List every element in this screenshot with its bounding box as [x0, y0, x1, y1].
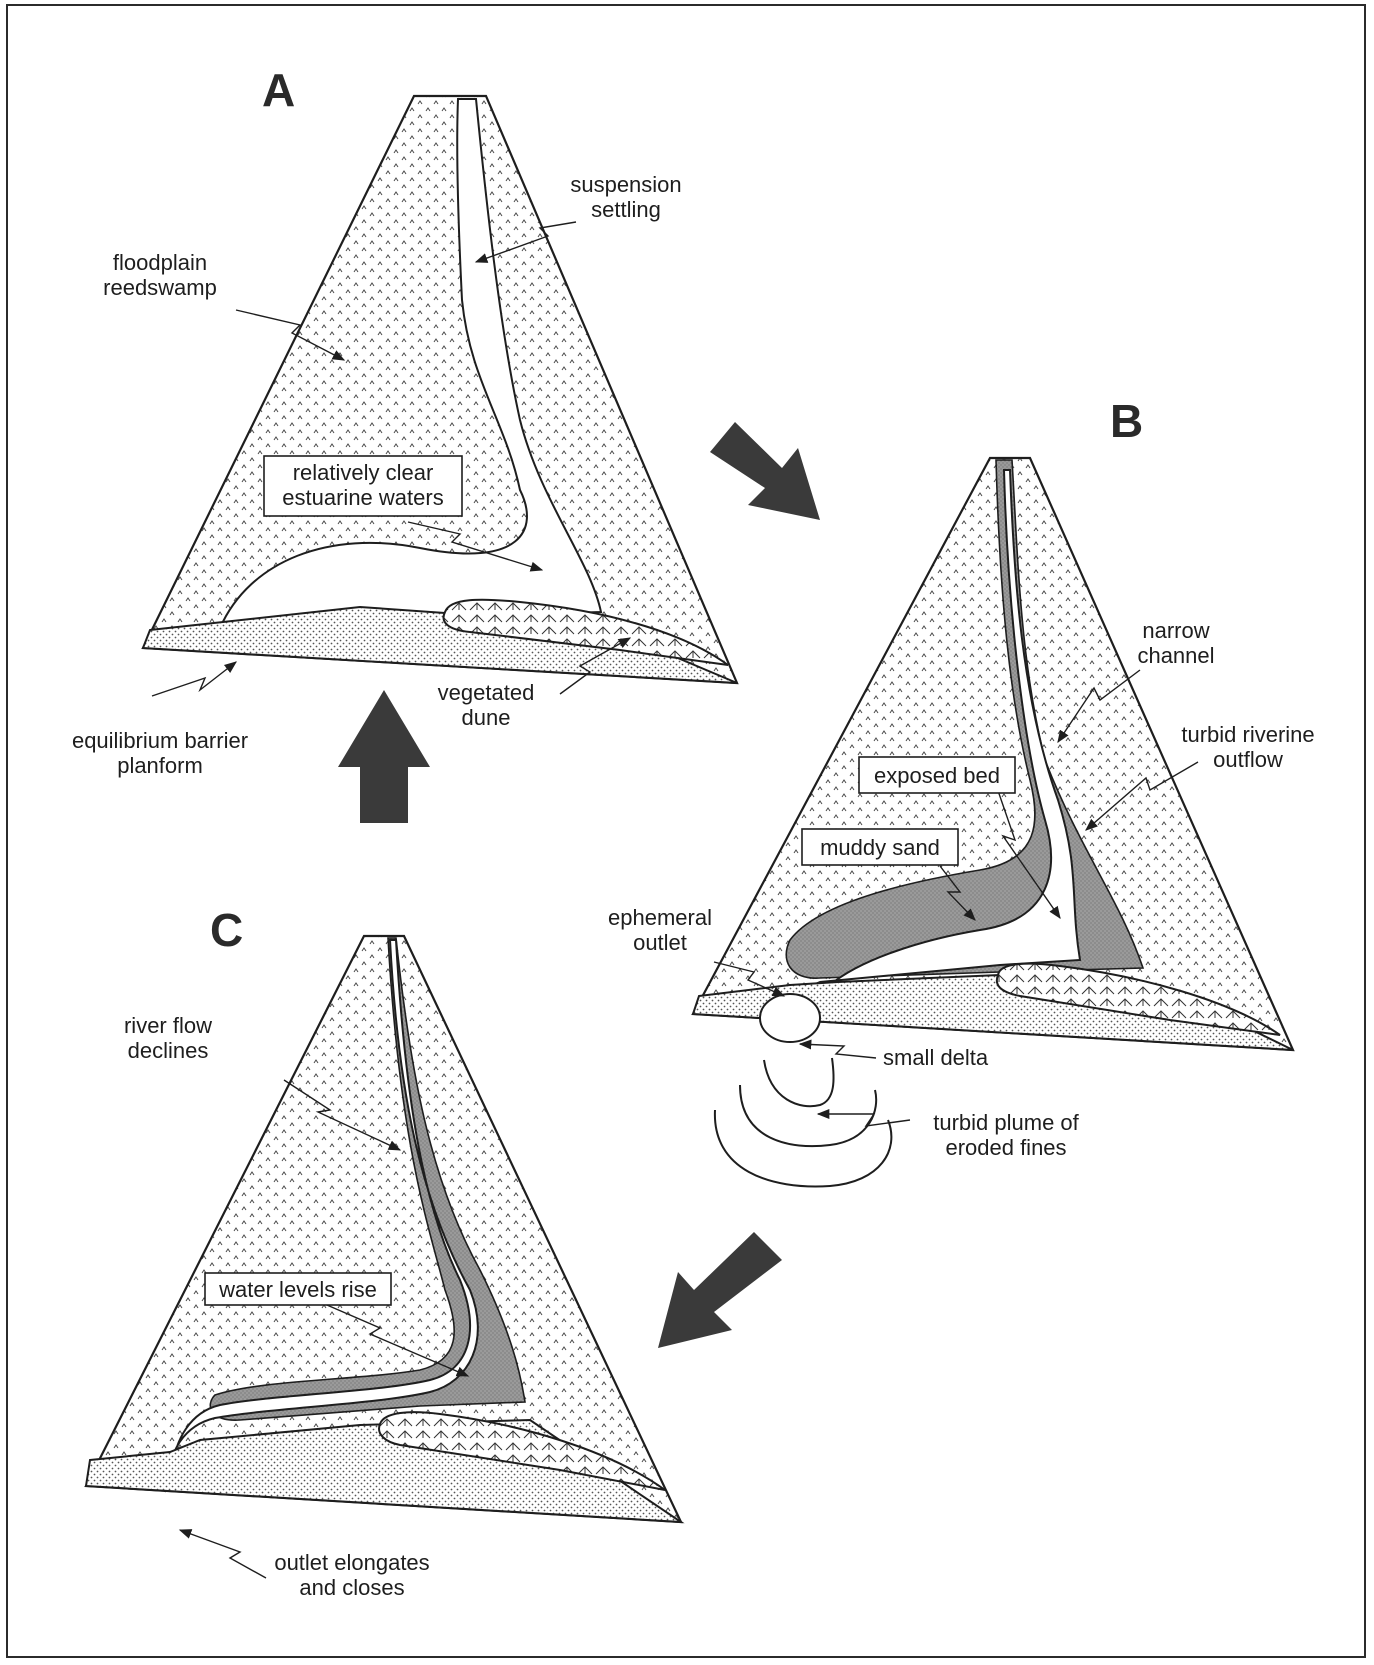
label-ephemeral-outlet-1: ephemeral — [608, 905, 712, 930]
label-vegetated-dune-1: vegetated — [438, 680, 535, 705]
panel-c-letter: C — [210, 904, 243, 956]
label-suspension-2: settling — [591, 197, 661, 222]
leader-equilibrium — [152, 662, 236, 696]
leader-small-delta — [800, 1044, 876, 1058]
label-turbid-plume-2: eroded fines — [945, 1135, 1066, 1160]
panel-a-letter: A — [262, 64, 295, 116]
label-exposed-bed: exposed bed — [874, 763, 1000, 788]
label-clear-waters-2: estuarine waters — [282, 485, 443, 510]
label-clear-waters-1: relatively clear — [293, 460, 434, 485]
label-narrow-channel-2: channel — [1137, 643, 1214, 668]
label-muddy-sand: muddy sand — [820, 835, 940, 860]
label-small-delta: small delta — [883, 1045, 989, 1070]
label-suspension-1: suspension — [570, 172, 681, 197]
label-floodplain-2: reedswamp — [103, 275, 217, 300]
label-floodplain-1: floodplain — [113, 250, 207, 275]
arrow-a-to-b — [710, 422, 820, 520]
leader-outlet-closes — [180, 1530, 266, 1578]
arrow-c-to-a — [338, 690, 430, 823]
panel-b-plume-arc-2 — [740, 1085, 876, 1146]
panel-b-small-delta — [760, 994, 820, 1042]
label-equilibrium-2: planform — [117, 753, 203, 778]
panel-b-plume-arc-1 — [764, 1058, 834, 1106]
label-ephemeral-outlet-2: outlet — [633, 930, 687, 955]
panel-b-letter: B — [1110, 395, 1143, 447]
label-narrow-channel-1: narrow — [1142, 618, 1209, 643]
panel-a: A — [143, 64, 737, 683]
arrow-b-to-c — [658, 1232, 782, 1348]
label-river-flow-2: declines — [128, 1038, 209, 1063]
label-outlet-closes-1: outlet elongates — [274, 1550, 429, 1575]
label-water-levels: water levels rise — [218, 1277, 377, 1302]
label-turbid-plume-1: turbid plume of — [933, 1110, 1079, 1135]
label-vegetated-dune-2: dune — [462, 705, 511, 730]
label-equilibrium-1: equilibrium barrier — [72, 728, 248, 753]
leader-turbid-plume — [818, 1114, 910, 1126]
label-outlet-closes-2: and closes — [299, 1575, 404, 1600]
panel-b-plume-arc-3 — [715, 1110, 891, 1186]
label-turbid-outflow-1: turbid riverine — [1181, 722, 1314, 747]
label-river-flow-1: river flow — [124, 1013, 212, 1038]
label-turbid-outflow-2: outflow — [1213, 747, 1283, 772]
panel-c: C — [86, 904, 681, 1522]
